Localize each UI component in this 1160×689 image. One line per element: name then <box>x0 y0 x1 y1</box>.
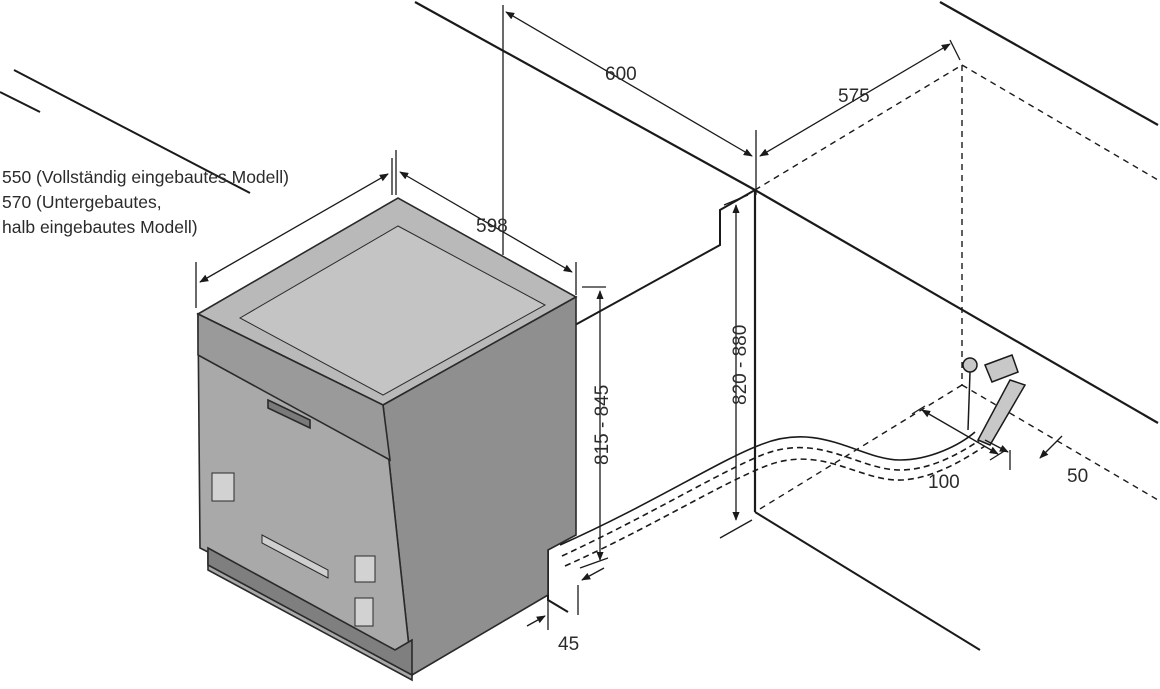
hose-3 <box>564 445 986 567</box>
label-connection-offset: 50 <box>1067 466 1088 487</box>
depth-note-line2: 570 (Untergebautes, <box>2 192 162 212</box>
dim-depth-line <box>199 173 389 283</box>
hoses <box>559 431 986 567</box>
label-niche-depth: 575 <box>838 86 870 107</box>
depth-note: 550 (Vollständig eingebautes Modell) 570… <box>2 167 289 237</box>
dim-100-line <box>921 409 999 455</box>
niche-floor-line <box>754 511 981 651</box>
connector-line <box>967 371 971 431</box>
info-label-front <box>211 472 235 502</box>
depth-note-line1: 550 (Vollständig eingebautes Modell) <box>2 167 289 187</box>
info-label-lower <box>354 555 376 583</box>
door-handle <box>267 398 311 430</box>
label-niche-width: 600 <box>605 64 637 85</box>
dim-820-880-top <box>723 194 749 206</box>
control-panel <box>197 312 391 462</box>
kitchen-niche <box>0 1 1159 651</box>
valve-icon <box>962 357 978 373</box>
dim-50-line-b <box>1039 435 1063 459</box>
depth-note-line3: halb eingebautes Modell) <box>2 217 198 237</box>
dim-45-line <box>526 615 546 627</box>
water-tap-icon <box>984 354 1019 383</box>
dishwasher <box>196 197 578 682</box>
dim-575-line <box>759 43 951 157</box>
label-appliance-width: 598 <box>476 216 508 237</box>
left-wall-line <box>13 69 251 194</box>
label-connection-width: 100 <box>928 472 960 493</box>
drain-hose-icon <box>976 379 1027 446</box>
dim-100-ext-left <box>911 405 926 415</box>
hose-2 <box>561 439 981 557</box>
left-wall-line-2 <box>0 91 41 113</box>
info-label-bottom <box>354 597 374 627</box>
label-niche-height: 820 - 880 <box>730 325 751 405</box>
countertop-back-line <box>414 1 756 191</box>
niche-left-edge <box>574 189 756 326</box>
water-connection <box>962 354 1027 446</box>
label-appliance-height: 815 - 845 <box>592 385 613 465</box>
countertop-right-line <box>754 189 1159 424</box>
dim-815-845-bottom <box>579 557 609 569</box>
dim-45-line-2 <box>581 567 605 581</box>
front-slot <box>261 534 329 579</box>
hose-1 <box>559 431 976 546</box>
plinth-kick <box>207 546 413 677</box>
dim-50-line-a <box>984 439 1009 453</box>
counter-top-right-upper <box>939 1 1159 126</box>
dim-598-line <box>399 171 573 273</box>
dim-820-880-bottom <box>719 519 753 539</box>
dimension-labels: 600 575 598 815 - 845 820 - 880 45 100 5… <box>476 64 1088 655</box>
label-plinth-offset: 45 <box>558 634 579 655</box>
dim-600-line <box>505 11 753 157</box>
dimension-lines <box>195 5 1063 630</box>
dim-575-ext <box>949 39 961 61</box>
